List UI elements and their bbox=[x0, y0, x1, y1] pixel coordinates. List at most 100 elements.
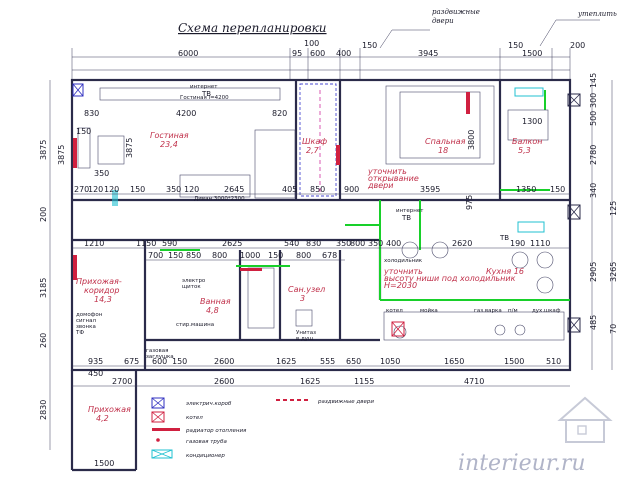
dim-top-1500: 1500 bbox=[522, 49, 542, 58]
dim-top-200: 200 bbox=[570, 41, 585, 50]
radiators bbox=[73, 92, 470, 280]
svg-text:350: 350 bbox=[368, 239, 383, 248]
dim-350-left: 350 bbox=[94, 169, 109, 178]
legend-gas-pipe: газовая труба bbox=[186, 439, 228, 445]
svg-text:120: 120 bbox=[88, 185, 103, 194]
dim-820: 820 bbox=[272, 109, 287, 118]
svg-text:2645: 2645 bbox=[224, 185, 244, 194]
dim-right-340: 340 bbox=[589, 183, 598, 198]
svg-text:850: 850 bbox=[310, 185, 325, 194]
note-tv-mid: ТВ bbox=[401, 214, 411, 222]
svg-text:450: 450 bbox=[88, 369, 103, 378]
svg-text:2600: 2600 bbox=[214, 377, 234, 386]
svg-text:1000: 1000 bbox=[240, 251, 260, 260]
interior-walls bbox=[72, 80, 570, 370]
mid-dimensions-a: 270 120 120 150 350 120 2645 405 850 900… bbox=[72, 185, 570, 210]
svg-text:150: 150 bbox=[172, 357, 187, 366]
note-internet-mid: интернет bbox=[396, 208, 424, 214]
dim-left-2830: 2830 bbox=[39, 400, 48, 420]
svg-text:975: 975 bbox=[465, 195, 474, 210]
plan-notes: интернет ТВ Гостиная l=4200 Диван 3000*2… bbox=[75, 84, 561, 360]
watermark-text: interieur.ru bbox=[458, 451, 586, 476]
dim-830: 830 bbox=[84, 109, 99, 118]
svg-text:700: 700 bbox=[148, 251, 163, 260]
note-fridge: холодильник bbox=[384, 258, 423, 264]
note-tv-right: ТВ bbox=[499, 234, 509, 242]
dim-right-485: 485 bbox=[589, 315, 598, 330]
svg-text:3595: 3595 bbox=[420, 185, 440, 194]
svg-text:270: 270 bbox=[74, 185, 89, 194]
dim-1300: 1300 bbox=[522, 117, 542, 126]
dim-right-2905: 2905 bbox=[589, 262, 598, 282]
note-sofa: Диван 3000*2300 bbox=[194, 196, 245, 202]
svg-text:1050: 1050 bbox=[380, 357, 400, 366]
svg-text:2600: 2600 bbox=[214, 357, 234, 366]
svg-text:1210: 1210 bbox=[84, 239, 104, 248]
dim-right-3265: 3265 bbox=[609, 262, 618, 282]
bottom-dimensions: 935 675 600 150 2600 1625 555 650 1050 1… bbox=[72, 357, 570, 468]
svg-text:2620: 2620 bbox=[452, 239, 472, 248]
svg-text:400: 400 bbox=[386, 239, 401, 248]
svg-text:120: 120 bbox=[104, 185, 119, 194]
note-oven: дух.шкаф bbox=[532, 308, 561, 314]
svg-text:510: 510 bbox=[546, 357, 561, 366]
dim-right-300: 300 bbox=[589, 93, 598, 108]
svg-text:405: 405 bbox=[282, 185, 297, 194]
note-boiler: котел bbox=[386, 308, 403, 314]
svg-text:555: 555 bbox=[320, 357, 335, 366]
note-sink: мойка bbox=[420, 307, 438, 314]
svg-text:1650: 1650 bbox=[444, 357, 464, 366]
svg-text:1155: 1155 bbox=[354, 377, 374, 386]
svg-text:350: 350 bbox=[336, 239, 351, 248]
svg-text:120: 120 bbox=[184, 185, 199, 194]
svg-text:600: 600 bbox=[152, 357, 167, 366]
watermark: interieur.ru bbox=[458, 396, 613, 476]
svg-text:1625: 1625 bbox=[300, 377, 320, 386]
mid-dimensions-c: 700 150 850 800 1000 150 800 678 bbox=[145, 251, 345, 261]
svg-text:800: 800 bbox=[350, 239, 365, 248]
svg-text:1625: 1625 bbox=[276, 357, 296, 366]
svg-text:1350: 1350 bbox=[516, 185, 536, 194]
room-kitchen: Кухня 16 bbox=[486, 267, 524, 276]
dim-top-400: 400 bbox=[336, 49, 351, 58]
svg-text:350: 350 bbox=[166, 185, 181, 194]
svg-text:650: 650 bbox=[346, 357, 361, 366]
dim-top-600: 600 bbox=[310, 49, 325, 58]
svg-text:675: 675 bbox=[124, 357, 139, 366]
plan-title: Схема перепланировки bbox=[178, 21, 327, 35]
dim-left-3185: 3185 bbox=[39, 278, 48, 298]
svg-text:1150: 1150 bbox=[136, 239, 156, 248]
note-dishwasher: п/м bbox=[508, 308, 518, 314]
svg-text:830: 830 bbox=[306, 239, 321, 248]
svg-text:800: 800 bbox=[212, 251, 227, 260]
furniture bbox=[77, 85, 565, 341]
note-internet-top: интернет bbox=[190, 84, 218, 90]
right-dimensions: 145 300 500 2780 340 125 2905 3265 485 7… bbox=[589, 73, 618, 370]
legend-electric-box: электрич.короб bbox=[186, 401, 232, 407]
dim-right-500: 500 bbox=[589, 111, 598, 126]
svg-text:150: 150 bbox=[550, 185, 565, 194]
dim-150-left: 150 bbox=[76, 127, 91, 136]
svg-text:678: 678 bbox=[322, 251, 337, 260]
svg-text:150: 150 bbox=[130, 185, 145, 194]
dim-top-6000: 6000 bbox=[178, 49, 198, 58]
svg-text:935: 935 bbox=[88, 357, 103, 366]
svg-text:1500: 1500 bbox=[504, 357, 524, 366]
left-dimensions: 3875 200 3185 260 2830 bbox=[39, 80, 51, 450]
dim-top-100: 100 bbox=[304, 39, 319, 48]
svg-text:590: 590 bbox=[162, 239, 177, 248]
dim-right-125: 125 bbox=[609, 201, 618, 216]
svg-text:2625: 2625 bbox=[222, 239, 242, 248]
dim-4200: 4200 bbox=[176, 109, 196, 118]
svg-text:190: 190 bbox=[510, 239, 525, 248]
svg-text:850: 850 bbox=[186, 251, 201, 260]
